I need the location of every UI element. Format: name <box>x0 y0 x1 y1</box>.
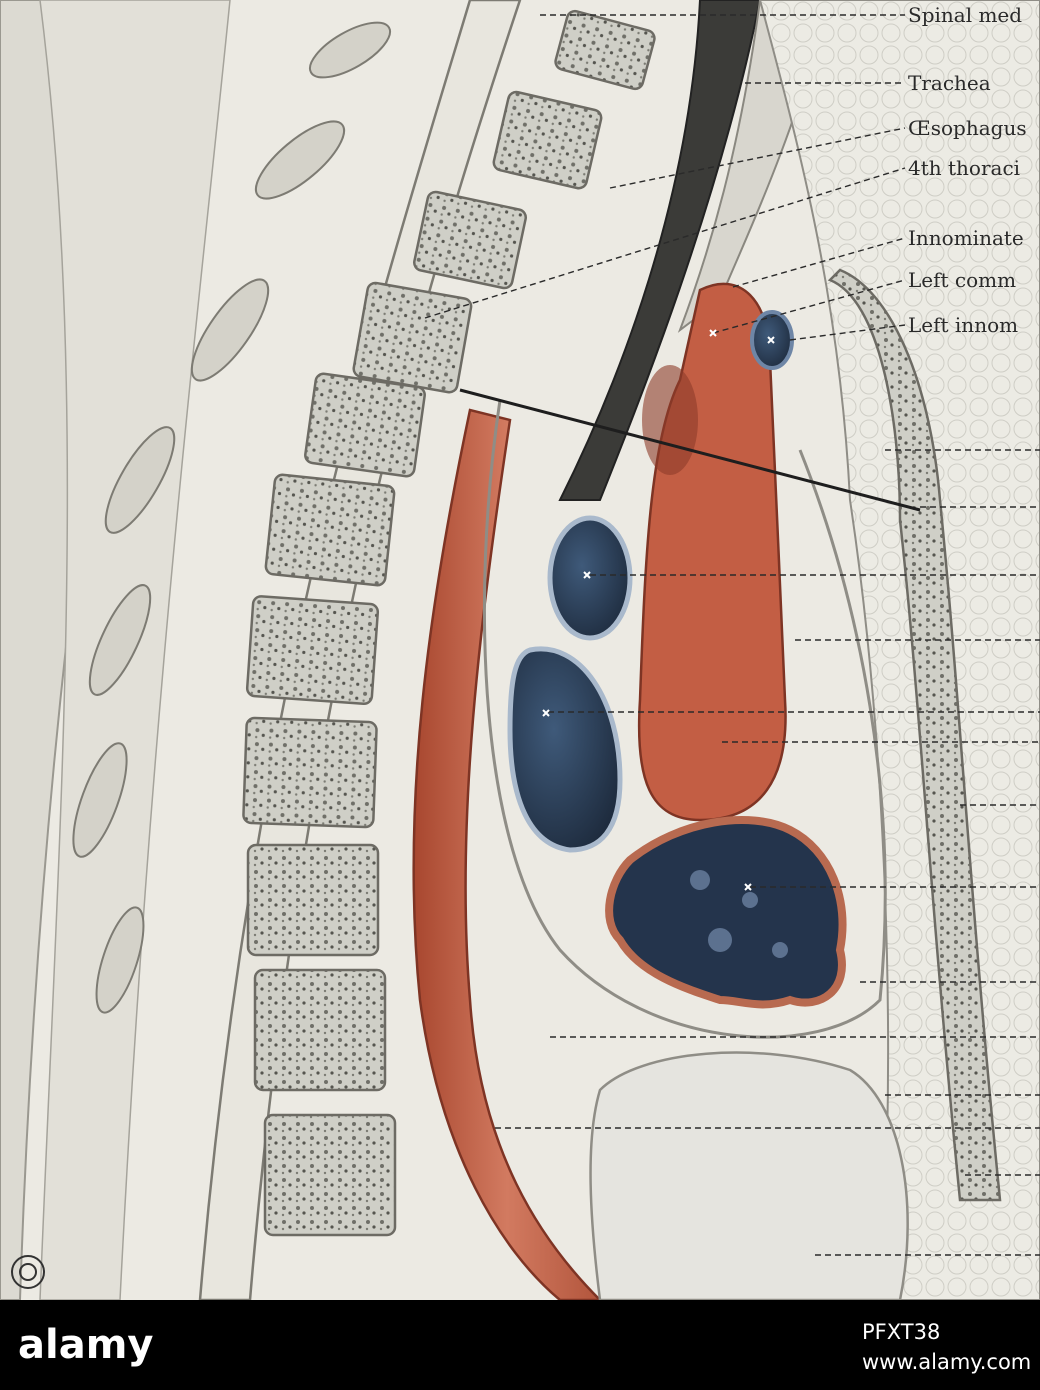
watermark-footer: alamy PFXT38 www.alamy.com <box>0 1300 1040 1390</box>
left-bronchus-vein <box>507 646 623 853</box>
vertebral-column <box>242 9 656 1237</box>
label-left-innominate: Left innom <box>908 313 1019 337</box>
diaphragm-liver <box>589 1051 909 1300</box>
site-url: www.alamy.com <box>862 1350 1032 1374</box>
aortic-lumen-shadow <box>642 365 698 475</box>
oblique-pointer <box>459 388 921 512</box>
sagittal-section-illustration <box>0 0 1040 1300</box>
heart-chamber <box>605 816 847 1009</box>
anatomical-plate: Spinal med Trachea Œsophagus 4th thoraci… <box>0 0 1040 1300</box>
label-spinal-medulla: Spinal med <box>908 3 1023 27</box>
svg-text:alamy: alamy <box>18 1322 153 1368</box>
label-left-common: Left comm <box>908 268 1017 292</box>
sternum <box>827 268 1002 1202</box>
pericardium <box>482 399 887 1039</box>
label-esophagus: Œsophagus <box>908 116 1027 140</box>
label-4th-thoracic: 4th thoraci <box>908 156 1021 180</box>
trachea <box>558 0 762 501</box>
image-code: PFXT38 <box>862 1320 941 1344</box>
label-innominate: Innominate <box>908 226 1024 250</box>
descending-aorta <box>412 408 602 1300</box>
label-trachea: Trachea <box>908 71 991 95</box>
alamy-logo: alamy <box>18 1322 153 1368</box>
publisher-mark <box>11 1255 45 1289</box>
